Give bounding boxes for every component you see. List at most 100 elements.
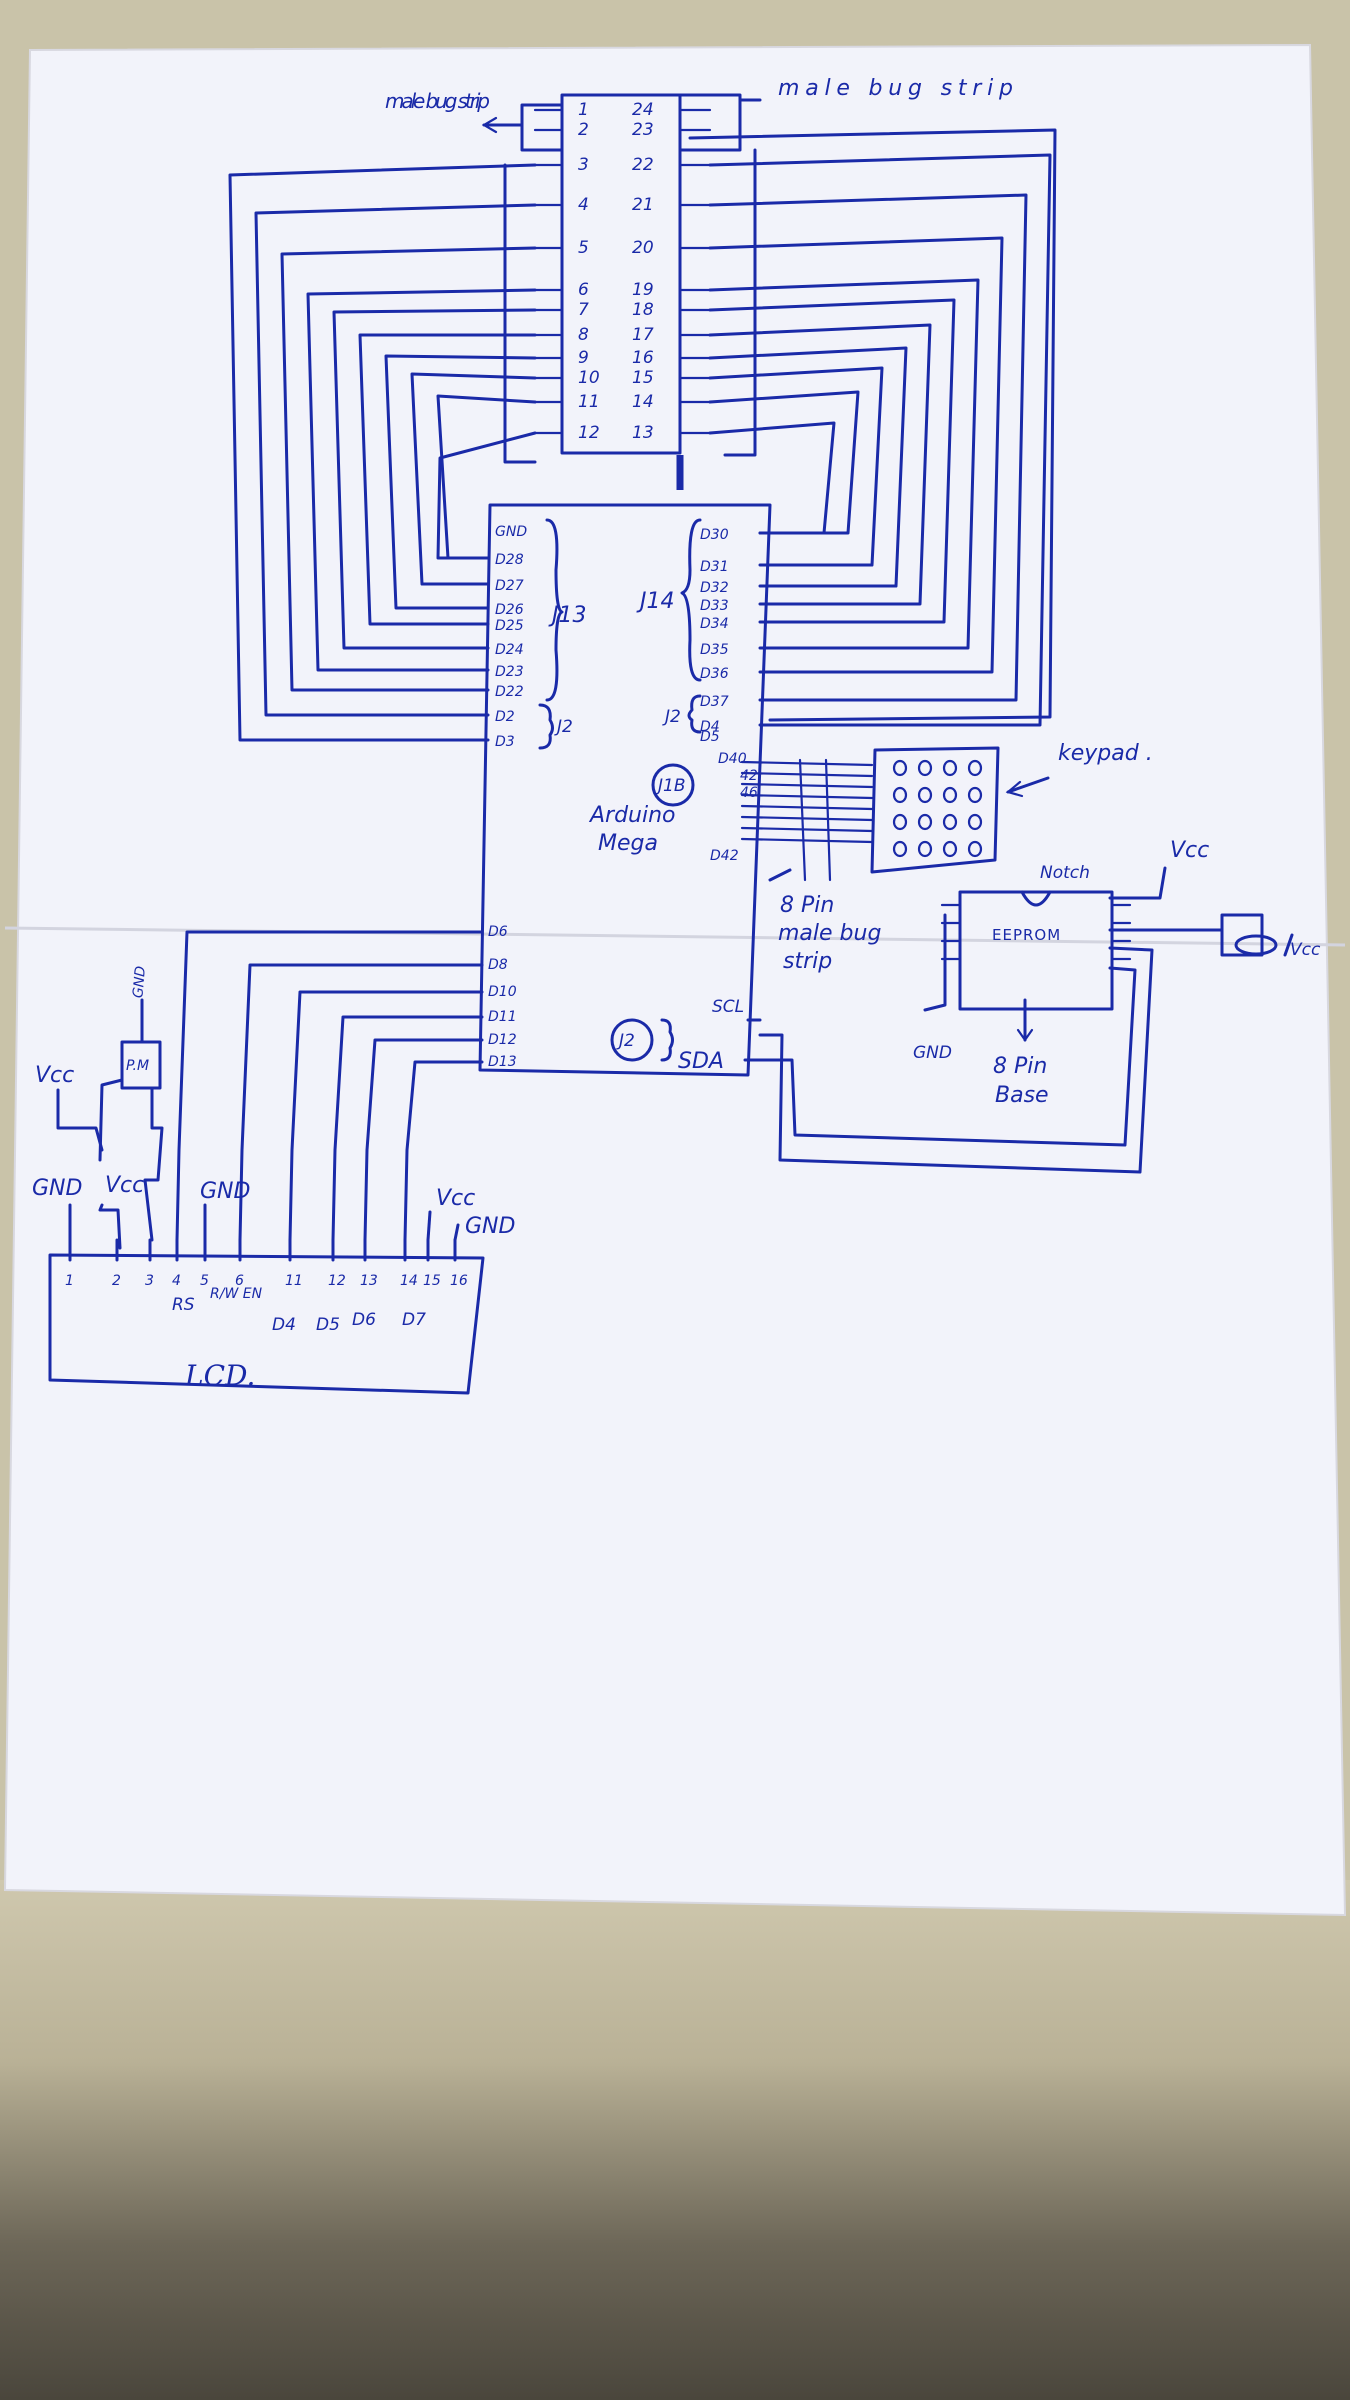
j13-label: J13 xyxy=(548,603,586,628)
potentiometer: P.M GND Vcc Vcc xyxy=(35,965,164,1250)
pot-vcc-bottom-label: Vcc xyxy=(105,1173,144,1198)
arduino-bottom-pin-label: D10 xyxy=(488,984,517,1000)
eeprom-gnd-label: GND xyxy=(913,1043,952,1063)
scl-label: SCL xyxy=(712,997,744,1017)
keypad-pin-bottom: D42 xyxy=(710,848,739,864)
lcd-rs-label: RS xyxy=(172,1295,195,1315)
strip8-line1: 8 Pin xyxy=(780,893,834,918)
lcd-gnd3-label: GND xyxy=(465,1214,515,1239)
arduino-right-pin-label: D37 xyxy=(700,694,729,710)
lcd-d5-label: D5 xyxy=(316,1315,340,1335)
eeprom-base-line1: 8 Pin xyxy=(993,1054,1047,1079)
connector-right-pin-label: 24 xyxy=(632,100,654,120)
lcd-vcc-label: Vcc xyxy=(436,1186,475,1211)
connector-left-pin-label: 8 xyxy=(578,325,589,345)
j2-right-label: J2 xyxy=(662,707,681,727)
arduino-label-line1: Arduino xyxy=(588,803,676,828)
connector-left-pin-label: 6 xyxy=(578,280,589,300)
lcd-gnd2-label: GND xyxy=(200,1179,250,1204)
resistor-vcc-label: Vcc xyxy=(1290,940,1321,960)
arduino-right-pin-label: D35 xyxy=(700,642,729,658)
lcd-rw-en-label: R/W EN xyxy=(210,1286,263,1302)
connector-left-pin-label: 3 xyxy=(578,155,589,175)
keypad: keypad . 8 Pin male bug strip xyxy=(740,741,1153,974)
arduino-left-pin-label: D22 xyxy=(495,684,524,700)
arduino-bottom-pin-label: D13 xyxy=(488,1054,517,1070)
arduino-bottom-pin-label: D12 xyxy=(488,1032,517,1048)
lcd-pin-label: 6 xyxy=(235,1273,244,1289)
keypad-key xyxy=(967,759,983,777)
table-surface xyxy=(0,1880,1350,2400)
keypad-key xyxy=(967,786,983,804)
arduino-right-pin-label: D33 xyxy=(700,598,729,614)
arduino-left-pin-label: D3 xyxy=(495,734,515,750)
keypad-label: keypad . xyxy=(1058,741,1153,766)
arduino-bottom-pin-label: D6 xyxy=(488,924,508,940)
connector-left-pin-label: 2 xyxy=(578,120,589,140)
connector-right-pin-label: 20 xyxy=(632,238,654,258)
arduino-left-pin-label: D27 xyxy=(495,578,524,594)
keypad-key xyxy=(917,840,933,858)
arduino-right-pin-label: D5 xyxy=(700,729,720,745)
connector-left-pin-label: 11 xyxy=(578,392,600,412)
keypad-key xyxy=(942,759,958,777)
connector-left-pin-label: 10 xyxy=(578,368,600,388)
connector-left-pin-label: 12 xyxy=(578,423,600,443)
i2c-j2-label: J2 xyxy=(616,1031,635,1051)
connector-left-pin-label: 1 xyxy=(578,100,589,120)
keypad-key xyxy=(892,786,908,804)
keypad-pin-mid1: 42 xyxy=(740,768,758,784)
keypad-key xyxy=(942,813,958,831)
paper-sheet xyxy=(3,43,1347,1917)
arduino-bottom-pin-label: D11 xyxy=(488,1009,517,1025)
arduino-right-pin-label: D31 xyxy=(700,559,729,575)
arduino-right-pin-label: D4 xyxy=(700,719,720,735)
eeprom-base-line2: Base xyxy=(995,1083,1049,1108)
connector-right-pin-label: 16 xyxy=(632,348,654,368)
keypad-key xyxy=(942,786,958,804)
lcd-d6-label: D6 xyxy=(352,1310,376,1330)
j14-label: J14 xyxy=(636,589,674,614)
arduino-left-pin-label: D23 xyxy=(495,664,524,680)
pot-label: P.M xyxy=(126,1058,149,1074)
eeprom-label: EEPROM xyxy=(992,926,1061,944)
strip8-line2: male bug xyxy=(778,921,881,946)
arduino-right-pin-label: D36 xyxy=(700,666,729,682)
arduino-left-pin-label: D28 xyxy=(495,552,524,568)
eeprom-circuit: Notch EEPROM Vcc GND 8 Pin Base Vcc xyxy=(758,838,1321,1174)
connector-right-pin-label: 21 xyxy=(632,195,654,215)
arduino-label-line2: Mega xyxy=(598,831,658,856)
keypad-pin-mid2: 46 xyxy=(740,785,758,801)
lcd-pin-label: 1 xyxy=(65,1273,74,1289)
connector-right-pin-label: 23 xyxy=(632,120,654,140)
lcd-pin-label: 2 xyxy=(112,1273,121,1289)
arduino-left-pin-label: D26 xyxy=(495,602,524,618)
lcd-pin-label: 5 xyxy=(200,1273,209,1289)
pot-gnd-label: GND xyxy=(130,965,149,999)
arduino-left-pin-label: D2 xyxy=(495,709,515,725)
lcd-d4-label: D4 xyxy=(272,1315,296,1335)
keypad-key xyxy=(917,759,933,777)
lcd-wires xyxy=(68,930,484,1242)
lcd-pin-label: 4 xyxy=(172,1273,181,1289)
keypad-key xyxy=(892,759,908,777)
lcd-pin-label: 14 xyxy=(400,1273,418,1289)
keypad-key xyxy=(892,813,908,831)
eeprom-notch-label: Notch xyxy=(1040,863,1090,883)
keypad-key xyxy=(942,840,958,858)
lcd-gnd1-label: GND xyxy=(32,1176,82,1201)
connector-left-pin-label: 7 xyxy=(578,300,589,320)
lcd-pin-label: 12 xyxy=(328,1273,346,1289)
keypad-key xyxy=(967,813,983,831)
sda-label: SDA xyxy=(678,1049,724,1074)
lcd-pin-label: 16 xyxy=(450,1273,468,1289)
right-strip-label: male bug strip xyxy=(778,76,1013,101)
arduino-left-pin-label: D24 xyxy=(495,642,524,658)
arduino-right-pin-label: D32 xyxy=(700,580,729,596)
connector-right-pin-label: 14 xyxy=(632,392,654,412)
connector-right-pin-label: 17 xyxy=(632,325,654,345)
keypad-key xyxy=(917,813,933,831)
lcd-pin-label: 15 xyxy=(423,1273,441,1289)
